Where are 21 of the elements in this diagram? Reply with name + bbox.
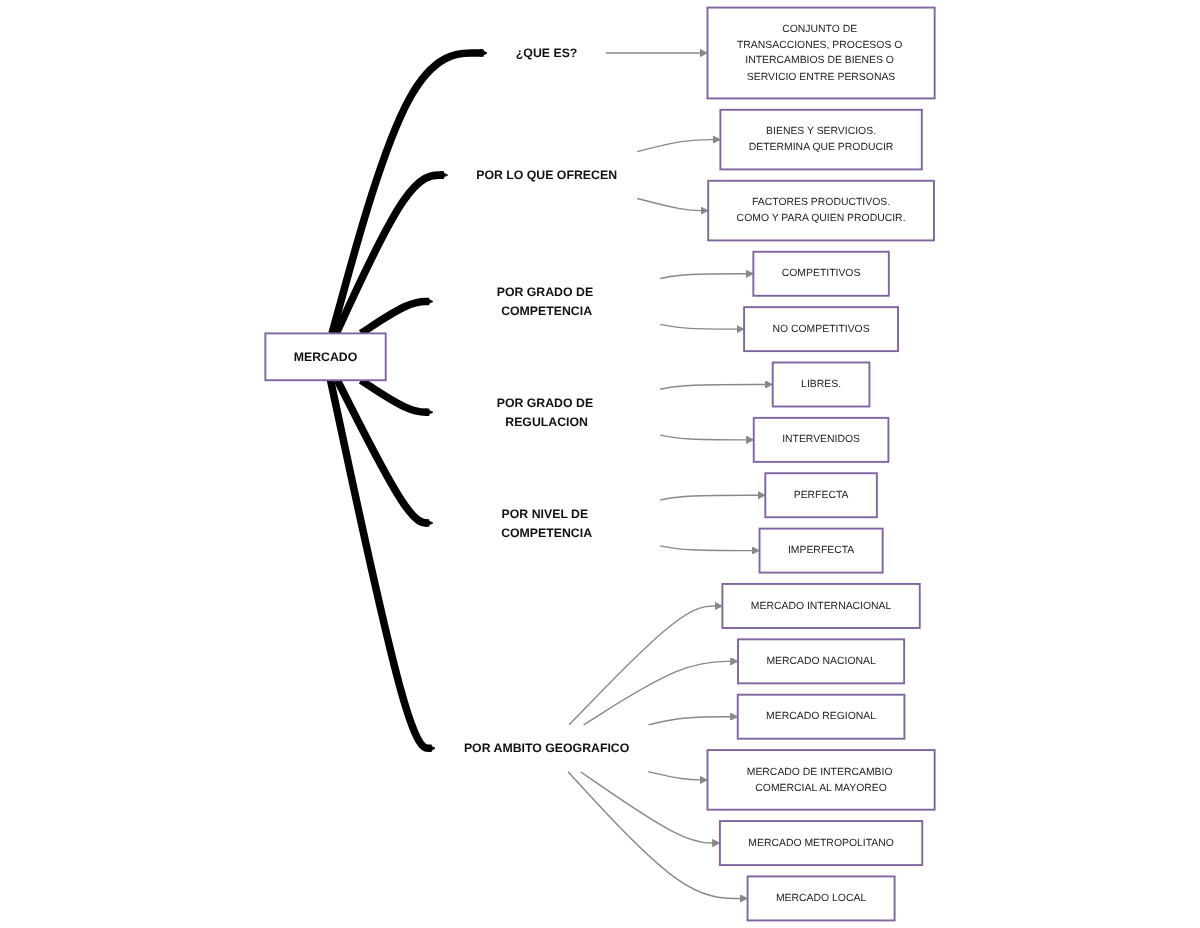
arrow bbox=[659, 491, 766, 501]
arrow bbox=[332, 170, 449, 335]
arrow bbox=[659, 269, 754, 280]
arrow bbox=[358, 377, 434, 417]
arrow bbox=[579, 771, 721, 848]
arrow bbox=[326, 379, 436, 753]
arrow bbox=[647, 712, 739, 726]
arrow bbox=[659, 380, 774, 390]
arrow bbox=[659, 434, 755, 445]
arrow bbox=[333, 378, 434, 528]
arrow bbox=[568, 601, 723, 726]
arrow bbox=[328, 48, 488, 335]
arrow bbox=[659, 545, 760, 555]
arrow bbox=[647, 771, 708, 785]
arrow bbox=[358, 297, 434, 337]
arrow bbox=[659, 323, 745, 334]
arrow bbox=[605, 48, 708, 58]
arrow bbox=[636, 135, 721, 153]
arrow bbox=[582, 657, 739, 726]
arrow bbox=[636, 197, 709, 215]
arrow bbox=[567, 771, 748, 903]
